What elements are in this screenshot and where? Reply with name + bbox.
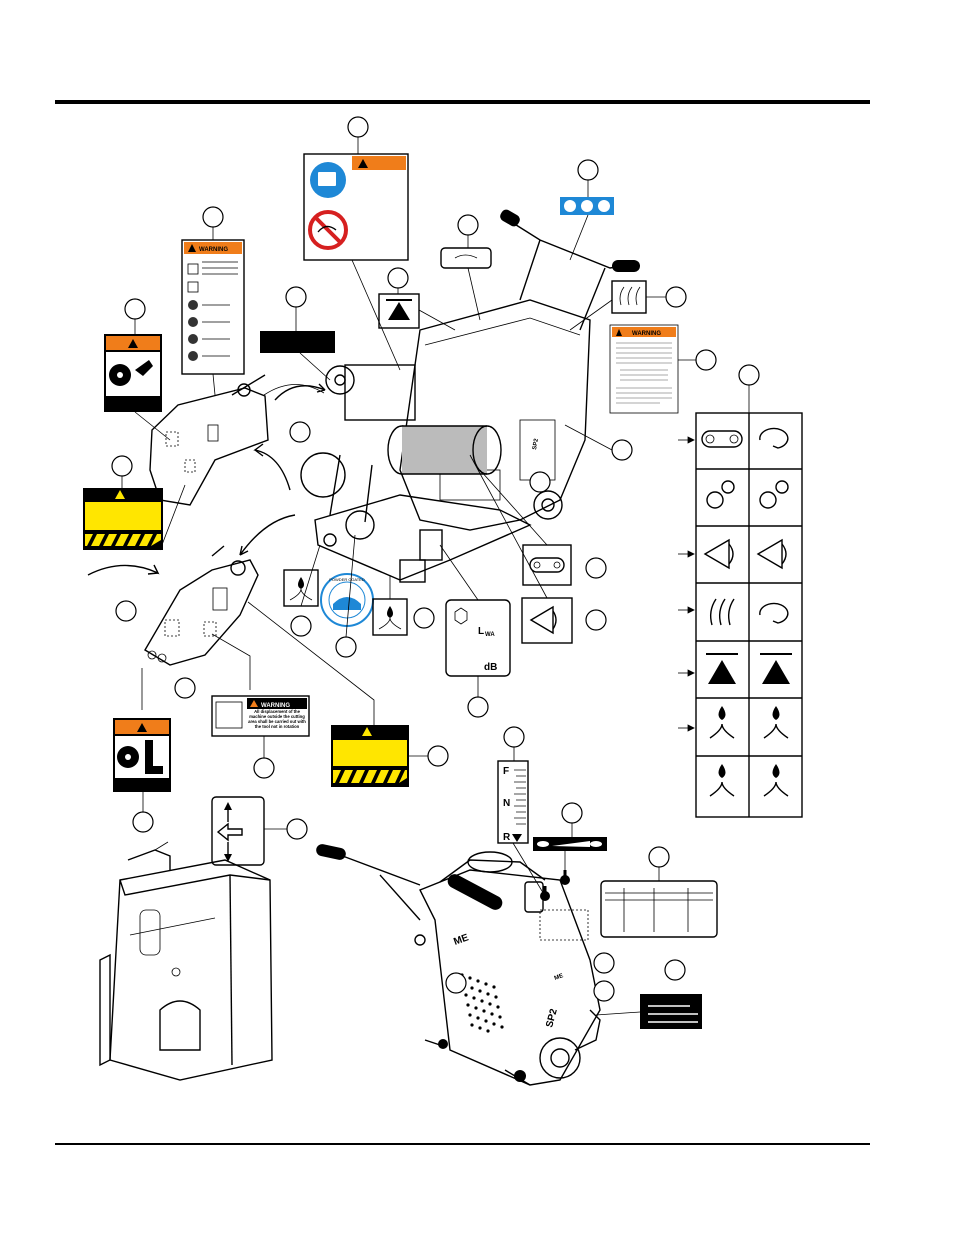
callout-marker: [578, 160, 598, 180]
decal-oil-drop-right: [373, 599, 407, 635]
decal-fnr-gauge: F N R: [498, 761, 528, 843]
decal-speed-strip: [533, 837, 607, 851]
callout-marker: [112, 456, 132, 476]
callout-marker: [287, 819, 307, 839]
decal-ppe-strip: [560, 197, 614, 215]
callout-marker: [594, 953, 614, 973]
decal-hot-surface: [612, 281, 646, 313]
callout-marker: [612, 440, 632, 460]
callout-marker: [530, 472, 550, 492]
callout-marker: [291, 616, 311, 636]
callout-marker: [594, 981, 614, 1001]
callout-marker: [336, 637, 356, 657]
svg-text:SP2: SP2: [532, 437, 540, 450]
callout-marker: [290, 422, 310, 442]
footer-rule: [55, 1143, 870, 1145]
cabinet-frame: [100, 850, 272, 1080]
callout-marker: [739, 365, 759, 385]
callout-marker: [468, 697, 488, 717]
lwa-subscript: WA: [485, 632, 495, 638]
decal-yellow-caution-left: [83, 488, 163, 550]
callout-marker: [388, 268, 408, 288]
air-filter-drum: [388, 426, 501, 474]
callout-marker: [562, 803, 582, 823]
decal-serial-plate: [640, 994, 702, 1029]
callout-marker: [696, 350, 716, 370]
decal-spec-table: [601, 881, 717, 937]
callout-marker: [458, 215, 478, 235]
db-label: dB: [484, 662, 497, 673]
decal-blade-hazard: [104, 334, 162, 412]
fnr-neutral: N: [503, 798, 510, 809]
callout-marker: [649, 847, 669, 867]
callout-marker: [116, 601, 136, 621]
decal-warning-text-right: WARNING: [610, 325, 678, 413]
blade-guard-lower: [145, 546, 258, 665]
small-warning-body: All displacement of the machine outside …: [246, 709, 308, 729]
callout-marker: [428, 746, 448, 766]
callout-marker: [446, 973, 466, 993]
header-rule: [55, 100, 870, 104]
decal-ppe-danger: [304, 154, 408, 260]
decal-belt-small: [523, 545, 571, 585]
fnr-reverse: R: [503, 832, 511, 843]
callout-marker: [125, 299, 145, 319]
callout-marker: [665, 960, 685, 980]
swap-arrow-lower: [240, 515, 295, 555]
callout-marker: [133, 812, 153, 832]
decal-blade-foot-hazard: [113, 718, 171, 792]
decal-warning-instructions: WARNING: [182, 240, 244, 374]
right-warning-title: WARNING: [632, 331, 661, 337]
decal-black-plate: [260, 331, 335, 353]
saw-machine-front-view: ME SP2 ME: [315, 843, 600, 1085]
callout-marker: [666, 287, 686, 307]
callout-marker: [414, 608, 434, 628]
svg-text:ME: ME: [554, 973, 565, 982]
vent-holes: [460, 973, 503, 1032]
decal-oil-drop-left: [284, 570, 318, 606]
powder-coated-text: POWDER COATED: [329, 577, 365, 582]
lwa-letter: L: [478, 626, 484, 637]
decal-sound-power: L WA dB: [446, 600, 510, 676]
swap-arrow-upper: [255, 444, 290, 490]
decal-direction-arrows: [212, 797, 264, 865]
svg-text:SP2: SP2: [544, 1007, 560, 1029]
callout-marker: [348, 117, 368, 137]
warning-label: WARNING: [199, 247, 228, 253]
saw-machine-rear-view: SP2: [301, 208, 640, 582]
fnr-forward: F: [503, 766, 509, 777]
callout-marker: [586, 610, 606, 630]
decal-symbol-grid: [696, 413, 802, 817]
rotation-arrow-left: [88, 565, 158, 575]
svg-text:ME: ME: [452, 932, 470, 948]
callout-marker: [286, 287, 306, 307]
callout-marker: [504, 727, 524, 747]
decal-yellow-caution-right: [331, 725, 409, 787]
callout-marker: [203, 207, 223, 227]
callout-marker: [175, 678, 195, 698]
decal-raise-triangle: [379, 294, 419, 328]
callout-marker: [254, 758, 274, 778]
decal-powder-coated: POWDER COATED: [321, 574, 373, 626]
decal-eye-small: [522, 598, 572, 643]
callout-marker: [586, 558, 606, 578]
decal-warning-displacement: WARNING All displacement of the machine …: [212, 696, 309, 736]
grid-pointer-arrows: [678, 437, 694, 731]
decal-arrow-window: [441, 248, 491, 268]
